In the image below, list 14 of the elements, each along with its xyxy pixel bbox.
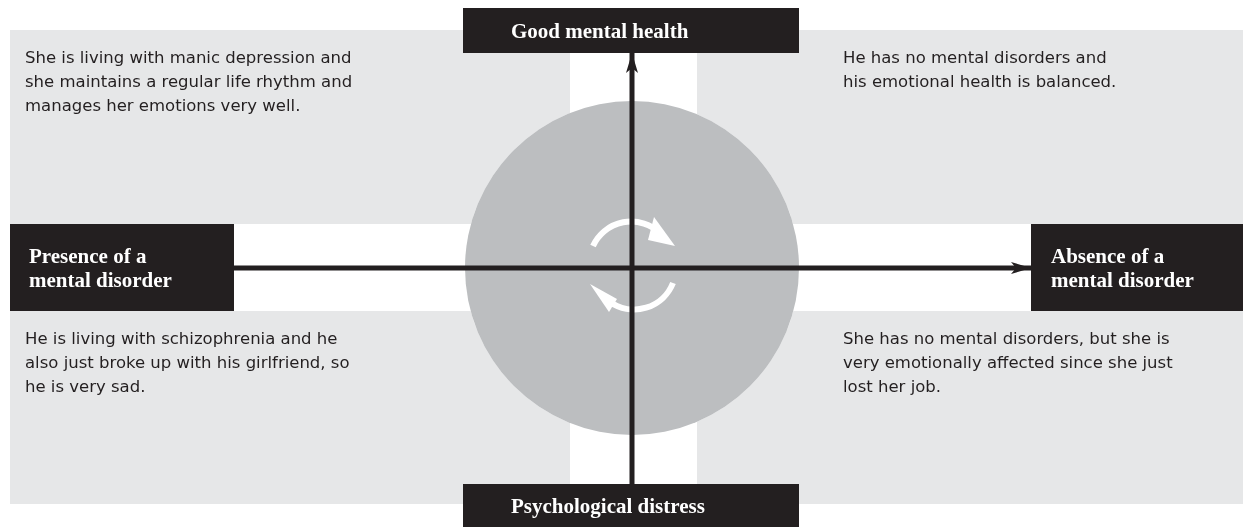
quadrant-description: He is living with schizophrenia and he also just broke up with his girlfriend, so he is very sad.	[25, 328, 351, 398]
axis-arrow	[234, 262, 1031, 274]
axis-arrow	[626, 53, 638, 484]
axis-label: Absence of a mental disorder	[1051, 243, 1195, 292]
axis-label-box	[463, 484, 799, 527]
quadrant-description: She has no mental disorders, but she is very emotionally affected since she just lost her job.	[843, 328, 1173, 398]
axis-label: Good mental health	[511, 18, 689, 43]
axis-label: Psychological distress	[511, 493, 705, 518]
quadrant-description: She is living with manic depression and she maintains a regular life rhythm and manages her emotions very well.	[25, 47, 354, 117]
axis-label-box	[10, 224, 234, 311]
axis-label: Presence of a mental disorder	[29, 243, 173, 292]
axis-label-box	[1031, 224, 1243, 311]
axis-label-box	[463, 8, 799, 53]
quadrant-description: He has no mental disorders and his emotional health is balanced.	[843, 47, 1118, 93]
